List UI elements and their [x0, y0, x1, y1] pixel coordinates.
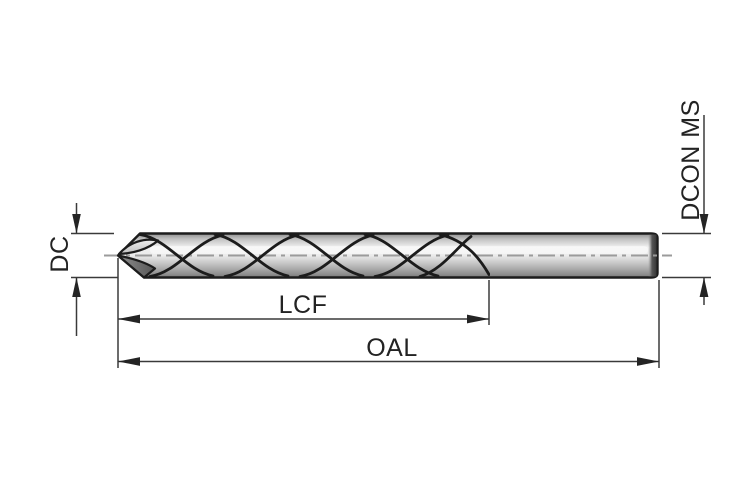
dcon-ms-label: DCON MS — [677, 99, 705, 221]
tip-lower-flank — [116, 254, 157, 279]
flute-helix — [138, 233, 490, 278]
oal-arrow-left — [118, 357, 140, 366]
dc-arrow-top — [72, 214, 81, 234]
oal-label: OAL — [366, 334, 418, 362]
dcon-arrow-top — [699, 214, 709, 234]
dimension-arrows — [72, 214, 709, 366]
shank-end-face — [648, 234, 657, 277]
dc-arrow-bottom — [72, 277, 81, 297]
tip-upper-flank — [117, 238, 160, 256]
dcon-arrow-bottom — [699, 277, 709, 297]
drill-tip — [116, 238, 160, 279]
lcf-label: LCF — [279, 291, 328, 319]
oal-arrow-right — [637, 357, 659, 366]
drill-bit — [104, 232, 672, 279]
lcf-arrow-left — [118, 314, 140, 324]
dc-label: DC — [46, 235, 74, 272]
lcf-arrow-right — [467, 314, 489, 324]
